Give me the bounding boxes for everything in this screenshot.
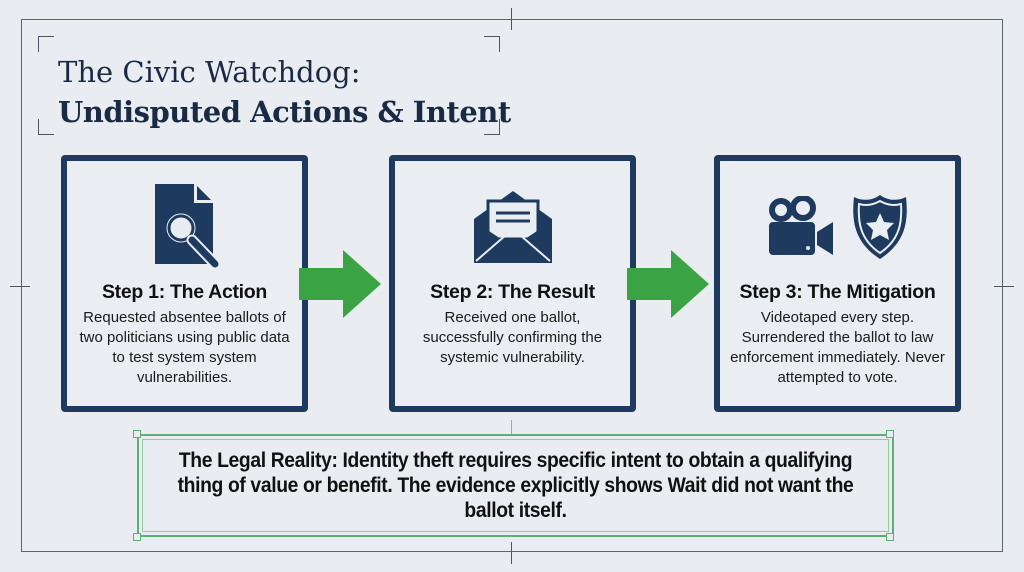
corner-handle bbox=[133, 430, 141, 438]
step-card-2: Step 2: The Result Received one ballot, … bbox=[389, 155, 636, 412]
frame-tick bbox=[511, 542, 512, 564]
video-camera-icon bbox=[768, 196, 833, 255]
title-bracket bbox=[484, 119, 500, 135]
frame-tick bbox=[994, 286, 1014, 287]
arrow-right-icon bbox=[299, 250, 381, 318]
page-title: The Civic Watchdog: Undisputed Actions &… bbox=[58, 52, 511, 132]
open-envelope-icon bbox=[473, 191, 552, 263]
title-bracket bbox=[38, 36, 54, 52]
step-card-3: Step 3: The Mitigation Videotaped every … bbox=[714, 155, 961, 412]
step-title: Step 1: The Action bbox=[101, 281, 268, 303]
step-body: Videotaped every step. Surrendered the b… bbox=[730, 309, 945, 386]
step-body: Requested absentee ballots of two politi… bbox=[79, 309, 290, 386]
corner-handle bbox=[886, 430, 894, 438]
legal-reality-box: The Legal Reality: Identity theft requir… bbox=[137, 434, 894, 537]
step-title: Step 2: The Result bbox=[430, 281, 595, 303]
police-badge-icon bbox=[852, 195, 907, 259]
outer-frame bbox=[21, 19, 1003, 552]
document-search-icon bbox=[154, 184, 220, 270]
title-bracket bbox=[484, 36, 500, 52]
legal-inner-border bbox=[142, 439, 889, 532]
corner-handle bbox=[886, 533, 894, 541]
connector-line bbox=[511, 420, 512, 434]
step-card-1: Step 1: The Action Requested absentee ba… bbox=[61, 155, 308, 412]
step-body: Received one ballot, successfully confir… bbox=[422, 309, 603, 366]
title-line-1: The Civic Watchdog: bbox=[58, 55, 361, 89]
title-line-2: Undisputed Actions & Intent bbox=[58, 95, 511, 129]
corner-handle bbox=[133, 533, 141, 541]
arrow-right-icon bbox=[627, 250, 709, 318]
step-title: Step 3: The Mitigation bbox=[739, 281, 936, 303]
legal-reality-text: The Legal Reality: Identity theft requir… bbox=[177, 449, 854, 522]
title-bracket bbox=[38, 119, 54, 135]
frame-tick bbox=[10, 286, 30, 287]
frame-tick bbox=[511, 8, 512, 30]
